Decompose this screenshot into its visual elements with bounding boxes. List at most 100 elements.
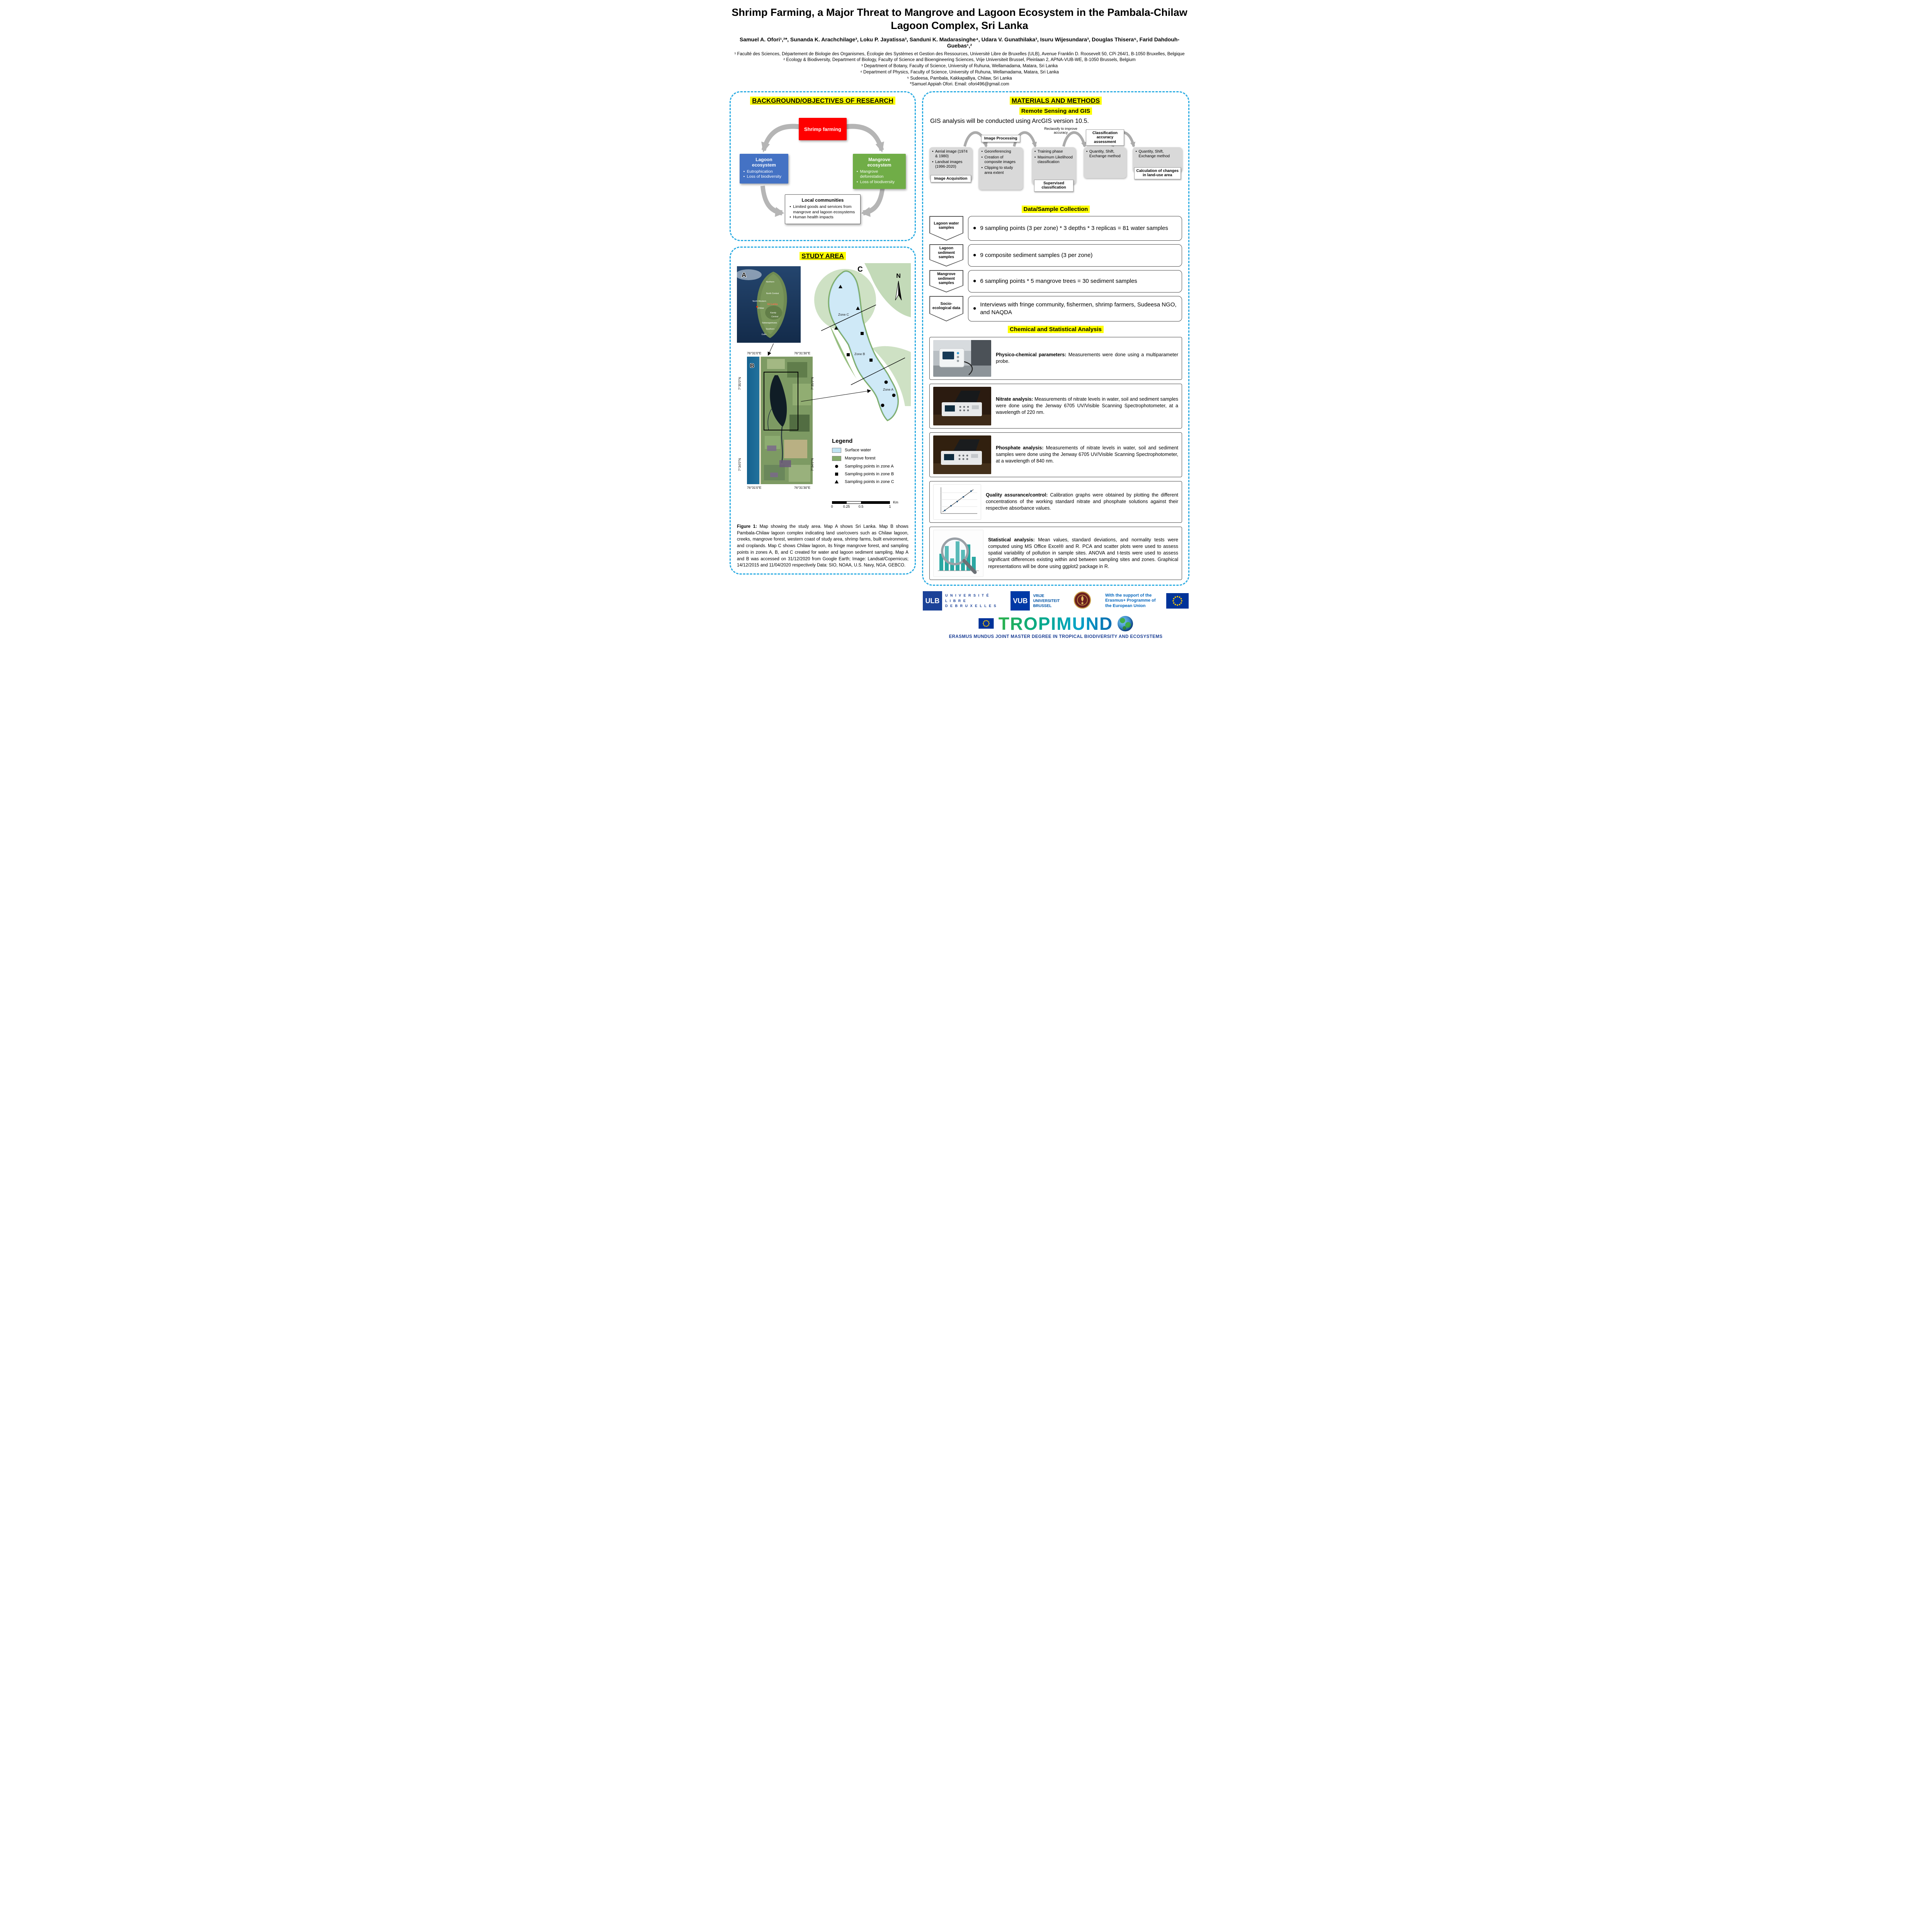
physico-chemical-box: Physico-chemical parameters: Measurement…	[929, 337, 1182, 380]
eu-flag-small-icon	[978, 618, 994, 629]
local-communities-box: Local communities Limited goods and serv…	[785, 194, 861, 224]
arrow-lagoon-to-communities	[760, 185, 784, 217]
materials-methods-section: MATERIALS AND METHODS Remote Sensing and…	[922, 91, 1189, 586]
background-heading: BACKGROUND/OBJECTIVES OF RESEARCH	[750, 96, 895, 105]
quality-assurance-box: Quality assurance/control: Calibration g…	[929, 481, 1182, 523]
physico-chemical-text: Physico-chemical parameters: Measurement…	[995, 352, 1178, 364]
affiliation-1: ¹ Faculté des Sciences, Département de B…	[734, 51, 1185, 56]
legend-item-mangrove-forest: Mangrove forest	[832, 456, 909, 461]
sample-row-lagoon-water: Lagoon water samples 9 sampling points (…	[929, 216, 1182, 241]
affiliation-5: ⁵ Sudeesa, Pambala, Kakkapalliya, Chilaw…	[907, 76, 1012, 81]
legend-item-zone-a: Sampling points in zone A	[832, 464, 909, 469]
north-arrow-icon: N	[895, 273, 902, 301]
zone-c-label: Zone C	[838, 313, 849, 316]
shrimp-farming-box: Shrimp farming	[798, 118, 847, 141]
lagoon-bullet: Eutrophication	[743, 169, 785, 175]
vub-logo: VUB VRIJE UNIVERSITEIT BRUSSEL	[1011, 591, 1060, 611]
map-a-sri-lanka: A Northern North Central North Western S…	[737, 266, 801, 343]
study-area-section: STUDY AREA	[730, 246, 916, 575]
right-column: MATERIALS AND METHODS Remote Sensing and…	[922, 91, 1189, 639]
spectrophotometer-photo	[933, 386, 991, 425]
scale-bar-graphic	[832, 501, 890, 504]
affiliation-4: ⁴ Department of Physics, Faculty of Scie…	[860, 70, 1059, 75]
scale-labels: 0 0.25 0.5 1	[831, 504, 891, 509]
coord-right-bottom: 7°34'0"N	[810, 458, 814, 471]
image-processing-label: Image Processing	[981, 134, 1021, 143]
accuracy-assessment-label: Classification accuracy assessment	[1086, 129, 1124, 146]
study-area-maps: A Northern North Central North Western S…	[737, 263, 911, 519]
sample-text-mangrove-sediment: 6 sampling points * 5 mangrove trees = 3…	[968, 270, 1182, 293]
phosphate-analysis-text: Phosphate analysis: Measurements of nitr…	[995, 445, 1178, 464]
map-label-kandy: Kandy	[770, 312, 776, 314]
erasmus-support-block: With the support of the Erasmus+ Program…	[1105, 593, 1189, 609]
lagoon-ecosystem-box: Lagoon ecosystem Eutrophication Loss of …	[739, 153, 789, 184]
accuracy-assessment-box: Quantity, Shift, Exchange method	[1083, 147, 1127, 178]
arrow-mangrove-to-communities	[861, 185, 885, 217]
map-c-letter: C	[857, 265, 863, 274]
chevron-mangrove-sediment: Mangrove sediment samples	[929, 270, 963, 293]
coord-top-left: 76°31'0"E	[747, 351, 762, 355]
legend-title: Legend	[832, 437, 853, 444]
shrimp-farming-label: Shrimp farming	[804, 126, 841, 132]
sample-text-lagoon-water: 9 sampling points (3 per zone) * 3 depth…	[968, 216, 1182, 241]
legend-item-zone-b: Sampling points in zone B	[832, 472, 909, 476]
landuse-change-label: Calculation of changes in land-use area	[1134, 167, 1181, 179]
flow-arrows	[760, 124, 885, 217]
communities-bullet: Limited goods and services from mangrove…	[789, 204, 856, 215]
study-extent-rectangle	[764, 371, 798, 430]
corresponding-author-email: *Samuel Appiah Ofori. Email: ofori496@gm…	[910, 82, 1009, 87]
eu-flag-icon	[1166, 593, 1189, 609]
reclassify-note: Reclassify to improve accuracy	[1044, 126, 1077, 134]
background-objectives-section: BACKGROUND/OBJECTIVES OF RESEARCH	[730, 91, 916, 241]
zone-boundary-c-b	[821, 304, 876, 331]
page-title: Shrimp Farming, a Major Threat to Mangro…	[732, 7, 1187, 31]
nitrate-analysis-text: Nitrate analysis: Measurements of nitrat…	[995, 396, 1178, 415]
figure-1-label: Figure 1:	[737, 524, 757, 529]
ulb-logo: ULB U N I V E R S I T É L I B R E D E B …	[922, 591, 997, 611]
lagoon-ecosystem-title: Lagoon ecosystem	[752, 156, 776, 168]
communities-bullet: Human health impacts	[789, 215, 856, 220]
map-scale-bar: Km 0 0.25 0.5 1	[831, 500, 905, 509]
map-label-central: Central	[771, 316, 778, 318]
coord-top-right: 76°31'30"E	[794, 351, 811, 355]
materials-methods-heading: MATERIALS AND METHODS	[1009, 96, 1102, 105]
sample-row-lagoon-sediment: Lagoon sediment samples 9 composite sedi…	[929, 244, 1182, 267]
coord-bottom-left: 76°31'0"E	[747, 485, 762, 490]
map-label-north-central: North Central	[766, 293, 779, 295]
multiparameter-probe-photo	[933, 340, 991, 377]
remote-sensing-heading: Remote Sensing and GIS	[1019, 107, 1092, 115]
sample-text-socio-ecological: Interviews with fringe community, fisher…	[968, 296, 1182, 321]
mangrove-bullet: Mangrove deforestation	[856, 169, 903, 180]
spectrophotometer-photo	[933, 435, 991, 474]
zone-c-triangle-marker-icon	[835, 480, 839, 484]
coord-right-top: 7°35'0"N	[810, 377, 814, 390]
quality-assurance-text: Quality assurance/control: Calibration g…	[985, 492, 1178, 511]
ulb-logo-icon: ULB	[922, 591, 942, 611]
surface-water-swatch-icon	[832, 447, 841, 453]
map-b-satellite: B	[747, 356, 813, 484]
left-column: BACKGROUND/OBJECTIVES OF RESEARCH	[730, 91, 916, 575]
image-acquisition-box: Aerial image (1974 & 1980) Landsat image…	[929, 147, 973, 180]
authors-line: Samuel A. Ofori¹,²*, Sunanda K. Arachchi…	[739, 36, 1180, 49]
supervised-classification-label: Supervised classification	[1034, 179, 1073, 192]
svg-text:N: N	[896, 273, 901, 279]
legend-item-surface-water: Surface water	[832, 447, 909, 453]
calibration-graph-photo	[933, 484, 981, 520]
map-label-sabaragamuwa: Sabaragamuwa	[762, 322, 777, 324]
zone-boundary-b-a	[851, 357, 905, 385]
chemical-statistical-heading: Chemical and Statistical Analysis	[1008, 325, 1104, 333]
zone-a-circle-marker-icon	[835, 464, 838, 468]
coord-left-top: 7°35'0"N	[738, 377, 742, 390]
map-legend: Legend Surface water Mangrove forest Sam…	[832, 438, 909, 487]
mangrove-ecosystem-title: Mangrove ecosystem	[867, 156, 891, 168]
zone-a-label: Zone A	[883, 388, 893, 391]
local-communities-title: Local communities	[801, 197, 844, 203]
chevron-lagoon-sediment: Lagoon sediment samples	[929, 244, 963, 267]
map-label-north-western: North Western	[752, 300, 766, 303]
sample-collection-list: Lagoon water samples 9 sampling points (…	[929, 216, 1182, 321]
statistical-analysis-box: Statistical analysis: Mean values, stand…	[929, 526, 1182, 580]
gis-intro-text: GIS analysis will be conducted using Arc…	[930, 117, 1089, 124]
supervised-classification-box: Training phase Maximum Likelihood classi…	[1031, 147, 1076, 184]
sample-row-mangrove-sediment: Mangrove sediment samples 6 sampling poi…	[929, 270, 1182, 293]
header: Shrimp Farming, a Major Threat to Mangro…	[730, 6, 1189, 87]
